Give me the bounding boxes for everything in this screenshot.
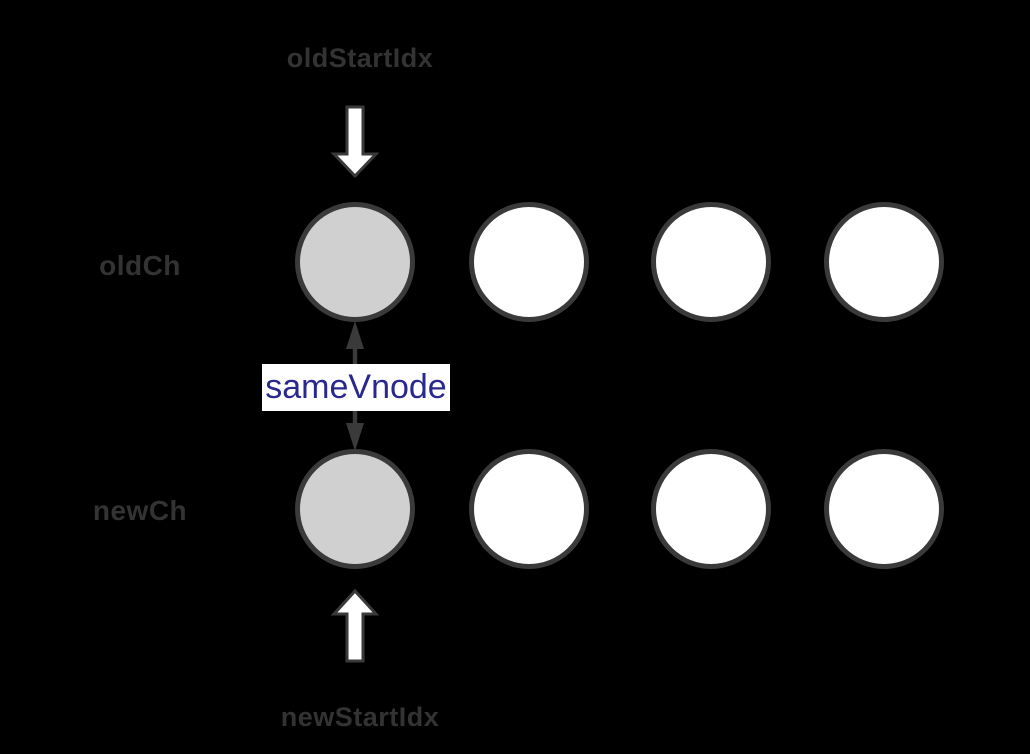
oldch-vnode-3 — [824, 202, 944, 322]
oldch-vnode-0 — [295, 202, 415, 322]
newch-vnode-0 — [295, 449, 415, 569]
oldch-row-label: oldCh — [99, 250, 181, 281]
oldch-vnode-1 — [469, 202, 589, 322]
oldch-vnode-2 — [651, 202, 771, 322]
same-vnode-label: sameVnode — [262, 364, 450, 411]
newch-vnode-2 — [651, 449, 771, 569]
newch-vnode-1 — [469, 449, 589, 569]
down-arrow-icon — [330, 105, 380, 179]
up-arrow-icon — [330, 588, 380, 663]
newch-vnode-3 — [824, 449, 944, 569]
new-start-idx-label: newStartIdx — [280, 702, 440, 732]
old-start-idx-label: oldStartIdx — [286, 43, 434, 73]
newch-row-label: newCh — [92, 495, 188, 526]
